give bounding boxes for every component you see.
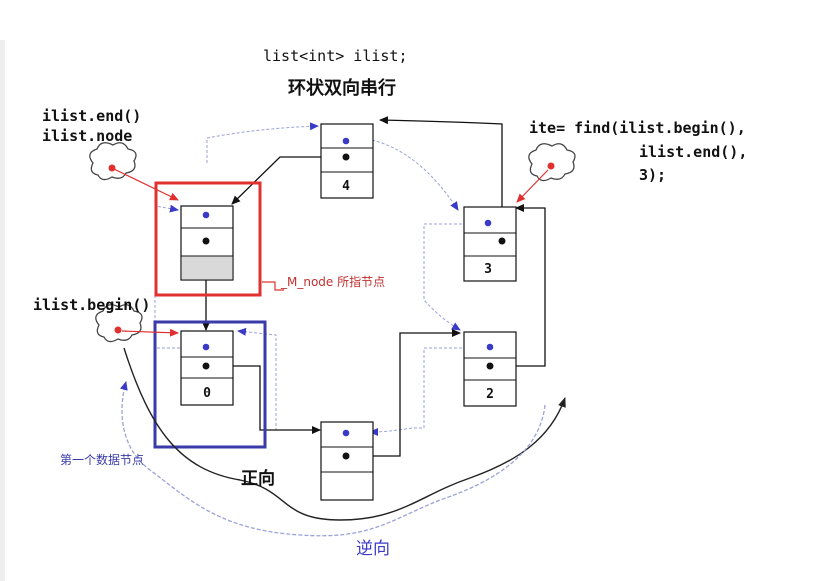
find-label-line3: 3); [639, 166, 666, 184]
prev-link-n2-to-n1 [369, 347, 462, 436]
find-label-line2: ilist.end(), [639, 143, 747, 161]
node-4-prev-dot [342, 137, 350, 145]
node-2-next-dot [486, 362, 494, 370]
begin-label: ilist.begin() [33, 296, 150, 314]
prev-link-n1-to-n0 [237, 327, 322, 431]
find-iterator-cloud [528, 143, 576, 182]
node-4-value: 4 [342, 179, 350, 194]
forward-direction-curve [123, 347, 566, 521]
node-2: 2 [463, 331, 517, 407]
m-node-label: _M_node 所指节点 [280, 274, 385, 289]
forward-label: 正向 [241, 468, 275, 489]
prev-link-n3-to-n2 [423, 223, 462, 331]
end-iterator-arrow [113, 168, 179, 201]
node-sentinel-prev-dot [202, 211, 210, 219]
node-0-prev-dot [202, 343, 210, 351]
diagram-caption: 环状双向串行 [288, 77, 396, 99]
node-3: 3 [463, 206, 517, 282]
find-label-line1: ite= find(ilist.begin(), [529, 119, 746, 137]
sentinel-highlight-frame [154, 181, 262, 297]
node-0-next-dot [202, 362, 210, 370]
first-node-highlight-frame [153, 320, 267, 449]
m-node-label-connector [262, 281, 284, 291]
begin-iterator-arrow [121, 328, 179, 337]
node-3-prev-dot [484, 219, 492, 227]
begin-iterator-cloud [95, 304, 143, 343]
sentinel-data-field [181, 256, 233, 280]
prev-link-n4-to-n3 [371, 139, 459, 211]
node-4-next-dot [342, 153, 350, 161]
find-iterator-arrow [516, 169, 549, 203]
end-label-line1: ilist.end() [42, 107, 141, 125]
node-sentinel [180, 205, 234, 281]
left-edge-bar [0, 40, 5, 581]
end-label-line2: ilist.node [42, 127, 132, 145]
next-link-n2-to-n3 [490, 204, 546, 367]
node-3-next-dot [498, 237, 506, 245]
node-sentinel-next-dot [202, 237, 210, 245]
first-node-label: 第一个数据节点 [60, 452, 144, 467]
node-3-value: 3 [484, 262, 492, 277]
end-iterator-cloud [89, 142, 137, 181]
next-link-n3-to-n4 [379, 116, 503, 241]
node-4: 4 [320, 123, 374, 199]
code-declaration: list<int> ilist; [263, 47, 408, 65]
prev-link-n0-to-sentinel [154, 204, 180, 349]
node-1 [320, 421, 374, 501]
node-2-prev-dot [486, 343, 494, 351]
backward-direction-curve [119, 381, 546, 537]
node-0: 0 [180, 330, 234, 406]
node-1-prev-dot [342, 429, 350, 437]
node-2-value: 2 [486, 387, 494, 402]
node-0-value: 0 [203, 386, 211, 401]
prev-link-sentinel-to-n4 [206, 122, 319, 163]
backward-label: 逆向 [356, 539, 390, 559]
node-1-next-dot [342, 452, 350, 460]
